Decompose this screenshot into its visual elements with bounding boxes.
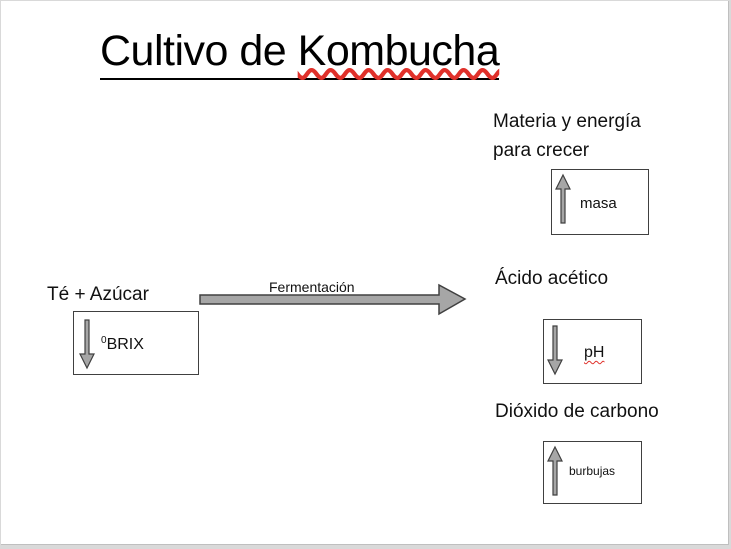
fermentation-arrow-icon	[199, 283, 467, 316]
ph-box: pH	[543, 319, 642, 384]
down-arrow-icon	[547, 325, 563, 376]
output-2-label: Ácido acético	[495, 268, 609, 289]
up-arrow-icon	[547, 445, 563, 496]
masa-indicator: masa	[580, 195, 617, 212]
output-3-label: Dióxido de carbono	[495, 401, 659, 422]
masa-box: masa	[551, 169, 649, 235]
up-arrow-icon	[555, 173, 571, 224]
burbujas-indicator: burbujas	[569, 464, 616, 478]
process-label: Fermentación	[269, 279, 355, 295]
title-part2: Kombucha	[297, 27, 500, 75]
slide-title-underline: Cultivo de Kombucha	[100, 27, 500, 80]
input-label: Té + Azúcar	[47, 284, 149, 305]
brix-box: 0BRIX	[73, 311, 199, 375]
ph-indicator: pH	[584, 344, 605, 361]
title-part1: Cultivo de	[100, 27, 298, 75]
brix-superscript: 0	[101, 335, 107, 346]
brix-indicator: 0BRIX	[101, 335, 144, 354]
burbujas-box: burbujas	[543, 441, 642, 504]
slide-title: Cultivo de Kombucha	[100, 27, 500, 80]
output-1-label-line2: para crecer	[493, 140, 590, 161]
down-arrow-icon	[79, 319, 95, 370]
brix-text: BRIX	[106, 336, 144, 353]
output-1-label-line1: Materia y energía	[493, 111, 641, 132]
